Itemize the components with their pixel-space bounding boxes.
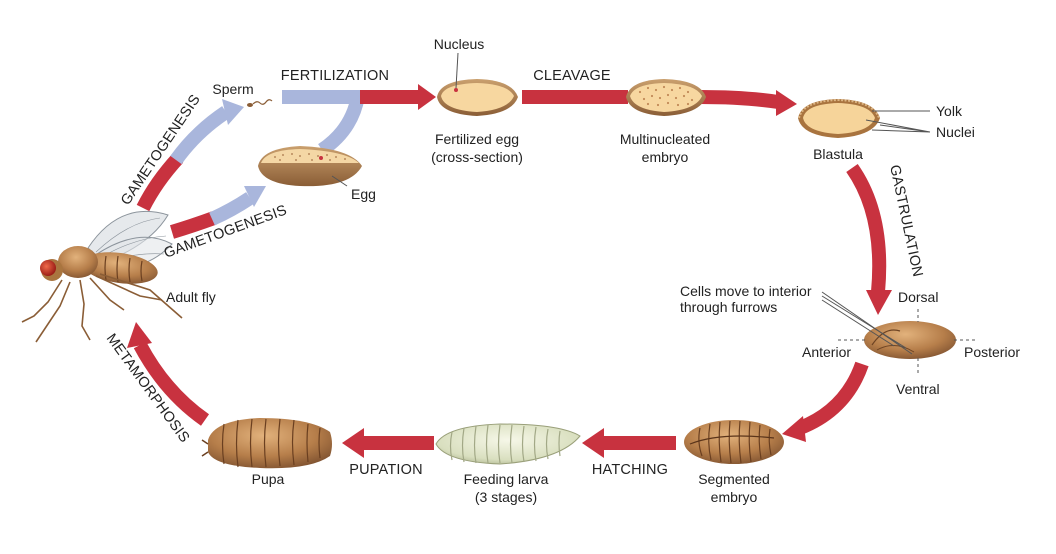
blastula-illustration [798, 98, 880, 138]
pupation-label: PUPATION [349, 462, 423, 478]
sperm-illustration [247, 99, 273, 107]
segmented-embryo-label-line1: Segmented [698, 471, 770, 487]
gametogenesis-top-arrow [136, 99, 244, 212]
multinucleated-embryo-illustration [626, 79, 706, 116]
dorsal-label: Dorsal [898, 289, 938, 305]
egg-label: Egg [351, 186, 376, 202]
feeding-larva-label-line1: Feeding larva [464, 471, 549, 487]
fertilization-label: FERTILIZATION [281, 68, 389, 84]
gastrulation-label: GASTRULATION [886, 164, 925, 279]
sperm-label: Sperm [212, 81, 253, 97]
hatching-arrow [582, 428, 676, 458]
feeding-larva-illustration [435, 423, 581, 465]
cleavage-arrow [522, 90, 797, 116]
anterior-label: Anterior [802, 344, 851, 360]
gastrulation-arrow [846, 163, 892, 315]
feeding-larva-label-line2: (3 stages) [475, 489, 537, 505]
fertilized-egg-label-line2: (cross-section) [431, 149, 523, 165]
fertilized-egg-label-line1: Fertilized egg [435, 131, 519, 147]
to-segmented-arrow [782, 361, 869, 442]
nuclei-label: Nuclei [936, 124, 975, 140]
blastula-label: Blastula [813, 146, 863, 162]
cleavage-label: CLEAVAGE [533, 68, 611, 84]
multinucleated-label-line1: Multinucleated [620, 131, 710, 147]
metamorphosis-arrow [127, 322, 210, 426]
fertilized-egg-illustration [437, 79, 518, 116]
hatching-label: HATCHING [592, 462, 668, 478]
gametogenesis-bottom-arrow [169, 186, 266, 239]
multinucleated-label-line2: embryo [642, 149, 689, 165]
ventral-label: Ventral [896, 381, 940, 397]
gastrula-embryo-illustration [838, 309, 978, 376]
callout-lines [331, 52, 931, 355]
egg-illustration [258, 146, 362, 187]
nucleus-label: Nucleus [434, 36, 485, 52]
segmented-embryo-illustration [684, 420, 784, 464]
adult-fly-illustration [21, 211, 183, 343]
pupa-illustration [201, 418, 332, 469]
pupation-arrow [342, 428, 434, 458]
pupa-label: Pupa [252, 471, 285, 487]
cells-move-label-line1: Cells move to interior [680, 283, 812, 299]
fertilization-arrow [282, 84, 436, 156]
adult-fly-label: Adult fly [166, 289, 216, 305]
cells-move-label-line2: through furrows [680, 299, 777, 315]
yolk-label: Yolk [936, 103, 963, 119]
posterior-label: Posterior [964, 344, 1020, 360]
segmented-embryo-label-line2: embryo [711, 489, 758, 505]
